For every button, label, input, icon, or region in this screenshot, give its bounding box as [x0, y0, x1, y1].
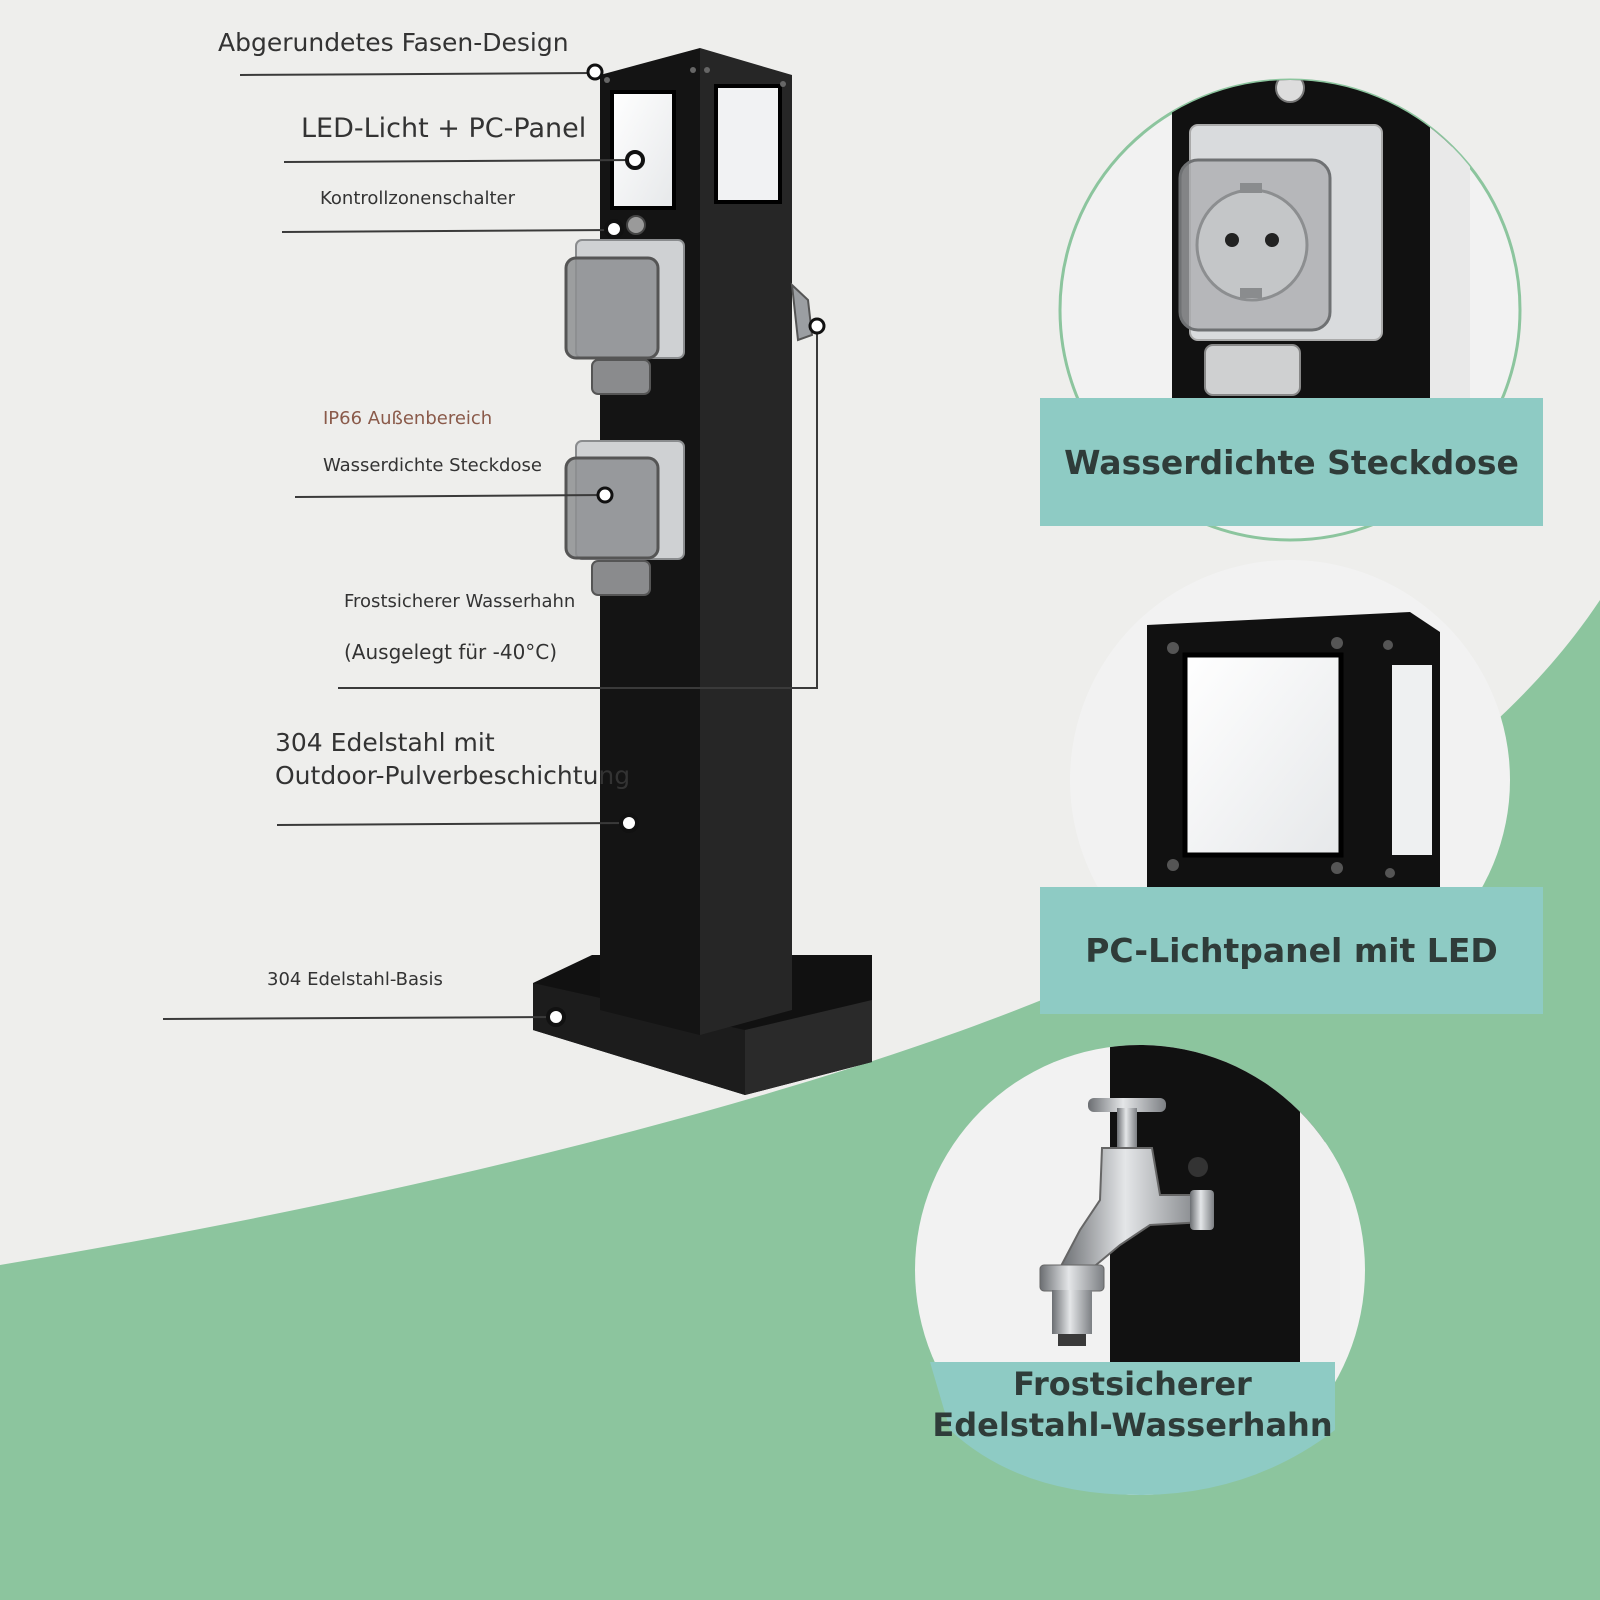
- label-bevel-design: Abgerundetes Fasen-Design: [218, 28, 569, 57]
- label-waterproof-socket: Wasserdichte Steckdose: [323, 455, 542, 476]
- callout-tap-line2: Edelstahl-Wasserhahn: [932, 1406, 1333, 1444]
- label-frost-tap: Frostsicherer Wasserhahn: [344, 591, 576, 612]
- socket-upper: [564, 239, 685, 395]
- leader-lines: [162, 72, 818, 1020]
- callout-panel-title: PC-Lichtpanel mit LED: [1085, 931, 1498, 970]
- socket-banner-bg: [1040, 398, 1543, 526]
- label-steel-line2: Outdoor-Pulverbeschichtung: [275, 761, 631, 790]
- callout-tap-line1: Frostsicherer: [1013, 1365, 1252, 1403]
- socket-lower: [564, 440, 685, 596]
- label-steel-base: 304 Edelstahl-Basis: [267, 969, 443, 990]
- bollard-post-icon: [533, 48, 872, 1095]
- tap-banner-bg: [930, 1362, 1335, 1495]
- label-control-switch: Kontrollzonenschalter: [320, 188, 516, 209]
- label-tap-temperature: (Ausgelegt für -40°C): [344, 640, 558, 664]
- label-steel-line1: 304 Edelstahl mit: [275, 728, 495, 757]
- panel-banner-bg: [1040, 887, 1543, 1014]
- label-led-panel: LED-Licht + PC-Panel: [301, 113, 587, 144]
- callout-socket-title: Wasserdichte Steckdose: [1064, 442, 1519, 482]
- label-ip66: IP66 Außenbereich: [323, 408, 493, 429]
- callout-dots: [546, 63, 826, 1027]
